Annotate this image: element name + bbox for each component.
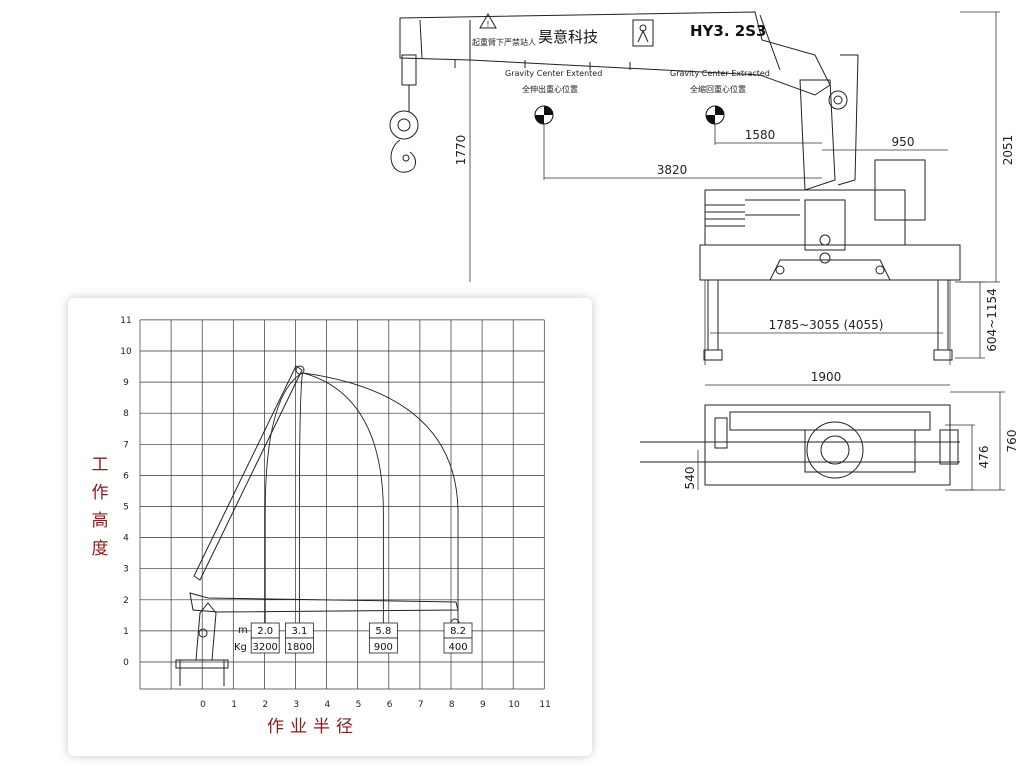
dim-476: 476 bbox=[977, 446, 991, 469]
table-cell-radius: 5.8 bbox=[375, 626, 391, 637]
radius-curve bbox=[264, 372, 303, 625]
y-tick-label: 0 bbox=[123, 658, 129, 668]
y-tick-label: 7 bbox=[123, 440, 129, 450]
dim-1580: 1580 bbox=[745, 128, 776, 142]
unit-kg-label: Kg bbox=[234, 642, 247, 653]
svg-text:!: ! bbox=[486, 20, 489, 29]
x-tick-label: 10 bbox=[508, 700, 520, 710]
chart-ticks: 0 1 2 3 4 5 6 7 8 9 10 11 0 1 2 3 4 5 6 7 8 9 10 11 bbox=[120, 316, 551, 710]
hook bbox=[390, 139, 416, 173]
table-cell-radius: 2.0 bbox=[257, 626, 273, 637]
y-axis-title-char: 度 bbox=[92, 539, 109, 559]
chart-curves bbox=[264, 372, 459, 625]
gravity-center-extracted: Gravity Center Extracted 全缩回重心位置 bbox=[670, 69, 770, 125]
crane-mast bbox=[799, 79, 836, 191]
dim-540: 540 bbox=[683, 467, 697, 490]
chart-grid bbox=[139, 319, 545, 690]
gravity-center-extended: Gravity Center Extented 全伸出重心位置 bbox=[505, 69, 602, 125]
x-tick-label: 11 bbox=[539, 700, 550, 710]
y-tick-label: 6 bbox=[123, 471, 129, 481]
y-axis-title-char: 工 bbox=[92, 455, 109, 475]
x-tick-label: 9 bbox=[480, 700, 486, 710]
x-tick-label: 3 bbox=[293, 700, 299, 710]
x-tick-label: 7 bbox=[418, 700, 424, 710]
load-chart-svg: 0 1 2 3 4 5 6 7 8 9 10 11 0 1 2 3 4 5 6 7 8 9 10 11 mKg 2.0 3200 3… bbox=[92, 316, 551, 737]
table-cell-load-box bbox=[443, 637, 473, 654]
x-tick-label: 2 bbox=[262, 700, 268, 710]
load-table: mKg 2.0 3200 3.1 1800 5.8 900 8.2 400 bbox=[234, 622, 473, 654]
gravity-extended-cn: 全伸出重心位置 bbox=[522, 84, 578, 94]
y-tick-label: 11 bbox=[120, 316, 131, 326]
table-cell-load: 1800 bbox=[287, 642, 312, 653]
y-tick-label: 4 bbox=[123, 534, 129, 544]
table-cell-load-box bbox=[250, 637, 280, 654]
y-tick-label: 2 bbox=[123, 596, 129, 606]
x-axis-title: 作业半径 bbox=[267, 717, 359, 737]
warning-text: 起重臂下严禁站人 bbox=[472, 37, 536, 47]
table-cell-load-box bbox=[368, 637, 398, 654]
radius-curve bbox=[302, 372, 459, 625]
outrigger-beam bbox=[699, 244, 961, 281]
x-tick-label: 1 bbox=[231, 700, 237, 710]
table-cell-load: 400 bbox=[448, 642, 467, 653]
dim-1770: 1770 bbox=[454, 135, 468, 166]
warning-sign: ! 起重臂下严禁站人 bbox=[472, 12, 536, 47]
y-tick-label: 10 bbox=[120, 347, 132, 357]
radius-curve bbox=[298, 372, 303, 625]
table-cell-load-box bbox=[285, 637, 314, 654]
drawing-svg: ! 起重臂下严禁站人 昊意科技 HY3. 2S3 Gravity Center … bbox=[389, 11, 1019, 491]
hook-block bbox=[401, 54, 417, 86]
dim-3820: 3820 bbox=[657, 163, 688, 177]
table-cell-radius: 3.1 bbox=[291, 626, 307, 637]
y-tick-label: 9 bbox=[123, 378, 129, 388]
x-tick-label: 6 bbox=[387, 700, 393, 710]
unit-m-label: m bbox=[238, 625, 248, 636]
table-cell-load: 900 bbox=[374, 642, 393, 653]
table-cell-load: 3200 bbox=[252, 642, 277, 653]
gravity-extracted-cn: 全缩回重心位置 bbox=[690, 84, 746, 94]
y-tick-label: 5 bbox=[123, 503, 129, 513]
crane-silhouette bbox=[175, 365, 460, 686]
hydraulic-tank bbox=[874, 159, 926, 221]
dim-760: 760 bbox=[1005, 430, 1019, 453]
y-tick-label: 3 bbox=[123, 565, 129, 575]
x-tick-label: 4 bbox=[325, 700, 331, 710]
dim-950: 950 bbox=[892, 135, 915, 149]
y-axis-title-char: 高 bbox=[92, 511, 109, 531]
x-tick-label: 0 bbox=[200, 700, 206, 710]
dim-1900: 1900 bbox=[811, 370, 842, 384]
y-tick-label: 8 bbox=[123, 409, 129, 419]
radius-curve bbox=[302, 372, 384, 625]
y-axis-title-char: 作 bbox=[92, 483, 109, 503]
table-cell-radius: 8.2 bbox=[450, 626, 466, 637]
x-tick-label: 8 bbox=[449, 700, 455, 710]
boom-outline bbox=[399, 11, 831, 96]
dim-outrigger: 1785~3055 (4055) bbox=[769, 318, 884, 332]
gravity-extended-en: Gravity Center Extented bbox=[505, 69, 602, 78]
brand-name: 昊意科技 bbox=[538, 28, 598, 46]
gravity-extracted-en: Gravity Center Extracted bbox=[670, 69, 770, 78]
hook-pulley bbox=[389, 110, 419, 140]
brand-logo bbox=[632, 19, 654, 47]
x-tick-label: 5 bbox=[356, 700, 362, 710]
y-tick-label: 1 bbox=[123, 627, 129, 637]
model-label: HY3. 2S3 bbox=[690, 22, 766, 40]
dimension-lines bbox=[469, 11, 1005, 491]
dim-2051: 2051 bbox=[1001, 135, 1015, 166]
plan-view bbox=[640, 404, 960, 486]
dim-leg: 604~1154 bbox=[985, 288, 999, 352]
